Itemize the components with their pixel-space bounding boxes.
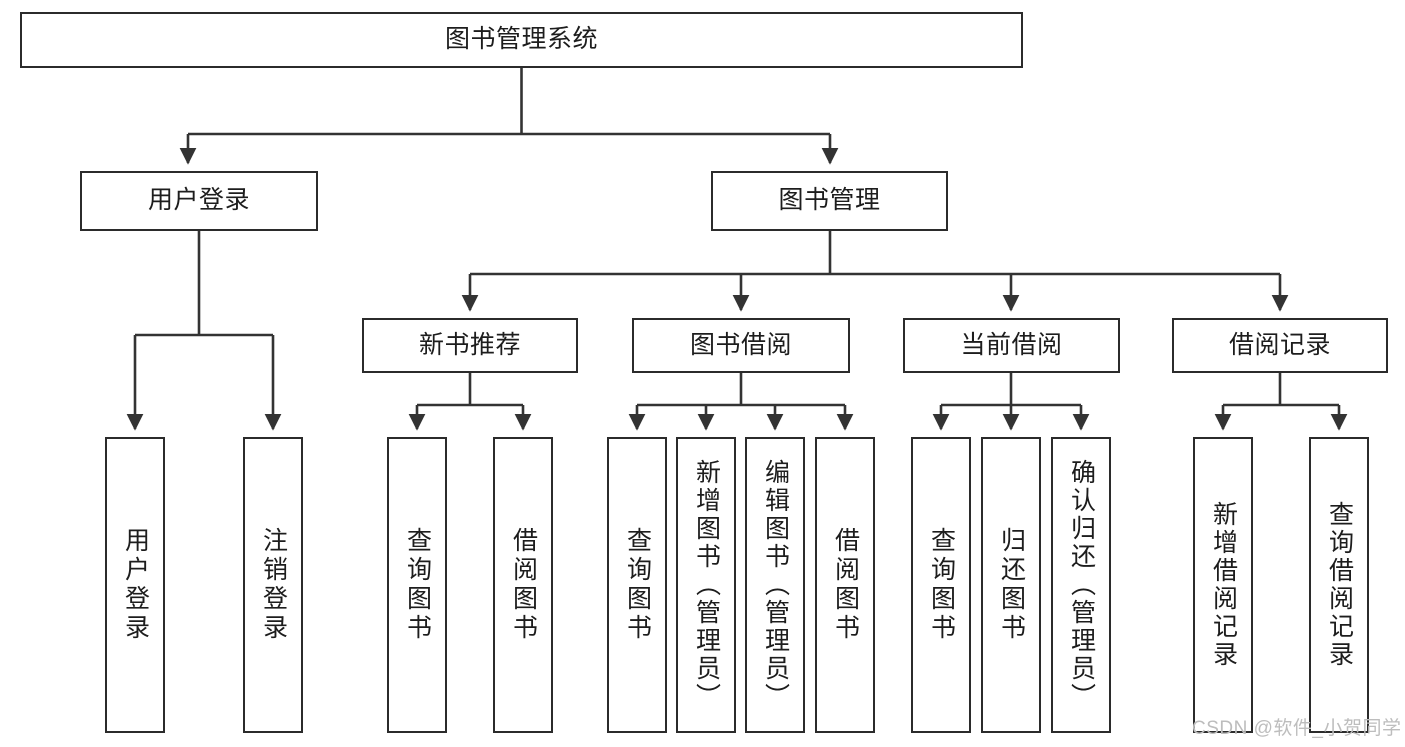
node-root-system[interactable]: 图书管理系统 (20, 12, 1023, 68)
leaf-br-add-record[interactable]: 新增借阅记录 (1193, 437, 1253, 733)
leaf-nb-borrow-book[interactable]: 借阅图书 (493, 437, 553, 733)
leaf-bb-query-book[interactable]: 查询图书 (607, 437, 667, 733)
node-label: 归还图书 (997, 527, 1026, 643)
node-label: 借阅图书 (509, 527, 538, 643)
node-new-book-recommend[interactable]: 新书推荐 (362, 318, 578, 373)
node-label: 图书管理系统 (444, 25, 598, 54)
node-user-login[interactable]: 用户登录 (80, 171, 318, 231)
leaf-br-query-record[interactable]: 查询借阅记录 (1309, 437, 1369, 733)
leaf-cb-confirm-return-admin[interactable]: 确认归还（管理员） (1051, 437, 1111, 733)
node-label: 借阅图书 (831, 527, 860, 643)
node-label: 用户登录 (147, 186, 250, 215)
leaf-bb-add-book-admin[interactable]: 新增图书（管理员） (676, 437, 736, 733)
node-book-management[interactable]: 图书管理 (711, 171, 948, 231)
node-label: 借阅记录 (1228, 330, 1331, 359)
leaf-cb-return-book[interactable]: 归还图书 (981, 437, 1041, 733)
node-label: 图书借阅 (689, 330, 792, 359)
node-borrow-records[interactable]: 借阅记录 (1172, 318, 1388, 373)
node-current-borrow[interactable]: 当前借阅 (903, 318, 1120, 373)
node-label: 查询借阅记录 (1325, 501, 1354, 669)
node-label: 图书管理 (778, 186, 881, 215)
leaf-logout[interactable]: 注销登录 (243, 437, 303, 733)
node-label: 当前借阅 (960, 330, 1063, 359)
node-label: 查询图书 (403, 527, 432, 643)
csdn-watermark: CSDN @软件_小贺同学 (1192, 718, 1402, 739)
node-label: 编辑图书（管理员） (761, 459, 790, 711)
node-label: 注销登录 (259, 527, 288, 643)
node-label: 新书推荐 (418, 330, 521, 359)
node-label: 新增借阅记录 (1209, 501, 1238, 669)
leaf-user-login[interactable]: 用户登录 (105, 437, 165, 733)
leaf-bb-edit-book-admin[interactable]: 编辑图书（管理员） (745, 437, 805, 733)
node-label: 新增图书（管理员） (692, 459, 721, 711)
node-book-borrow[interactable]: 图书借阅 (632, 318, 850, 373)
leaf-nb-query-book[interactable]: 查询图书 (387, 437, 447, 733)
node-label: 确认归还（管理员） (1067, 459, 1096, 711)
leaf-cb-query-book[interactable]: 查询图书 (911, 437, 971, 733)
node-label: 查询图书 (927, 527, 956, 643)
node-label: 用户登录 (121, 527, 150, 643)
node-label: 查询图书 (623, 527, 652, 643)
leaf-bb-borrow-book[interactable]: 借阅图书 (815, 437, 875, 733)
